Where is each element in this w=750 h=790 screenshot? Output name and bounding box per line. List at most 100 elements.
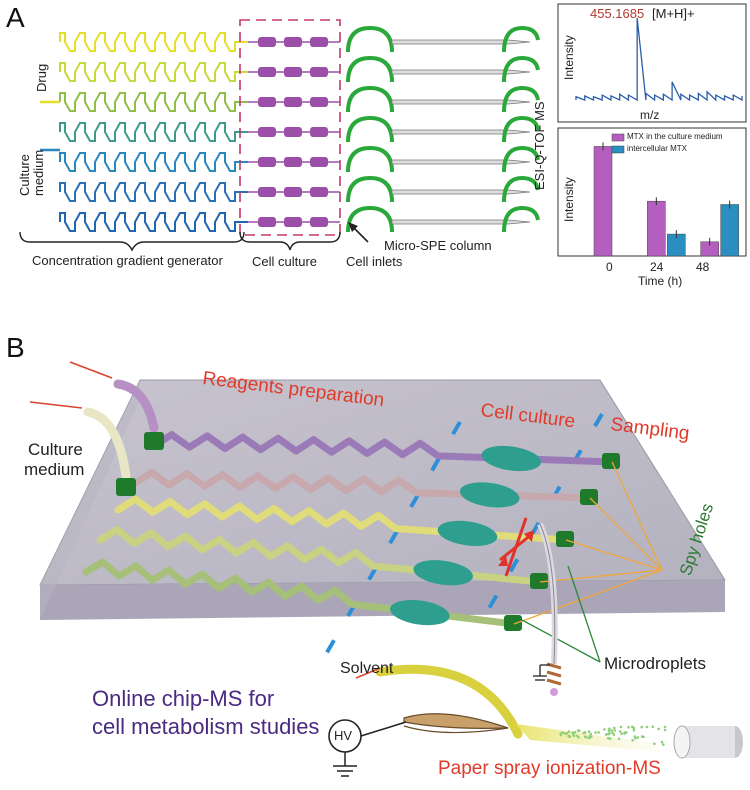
gradient-channel <box>59 182 248 202</box>
chip-channel <box>96 526 544 586</box>
spray-droplet <box>623 732 626 735</box>
spe-outlet-arc <box>502 115 540 143</box>
spe-inlet-arc <box>346 55 394 83</box>
culture-chamber <box>258 127 276 137</box>
capillary-coil <box>546 662 562 686</box>
spray-droplet <box>575 734 579 738</box>
culture-chamber <box>284 97 302 107</box>
spray-droplet <box>631 739 634 742</box>
spy-hole <box>602 453 620 469</box>
spray-droplet <box>573 730 577 734</box>
legend-swatch-1 <box>611 133 625 142</box>
paper-spray-label: Paper spray ionization-MS <box>438 758 661 779</box>
spray-droplet <box>584 735 587 738</box>
culture-chamber <box>258 37 276 47</box>
spray-droplet <box>613 726 616 730</box>
spe-outlet-arc <box>502 145 540 173</box>
spe-inlet-arc <box>346 175 394 203</box>
capillary-tip <box>550 688 558 696</box>
micro-spe-label: Micro-SPE column <box>384 238 492 253</box>
culture-chamber <box>310 37 328 47</box>
inlet-tube-cream <box>83 407 131 481</box>
spe-inlet-arc <box>346 115 394 143</box>
tick-label-0: 0 <box>606 260 613 274</box>
inlet-port-2 <box>116 478 136 496</box>
spray-droplet <box>604 733 608 736</box>
spray-droplet <box>613 729 617 732</box>
chip-front-face <box>40 580 725 620</box>
spray-droplet <box>618 730 622 733</box>
panel-a-letter: A <box>6 2 25 33</box>
spy-hole-leaders <box>513 461 663 625</box>
online-chip-ms-label-1: Online chip-MS for <box>92 686 275 711</box>
microdroplets-label: Microdroplets <box>604 654 707 673</box>
culture-chamber <box>258 67 276 77</box>
ms-inlet-body <box>682 726 735 758</box>
spe-outlet-arc <box>502 85 540 113</box>
spray-droplet <box>660 740 664 744</box>
gradient-channel <box>59 122 248 142</box>
culture-chamber <box>284 67 302 77</box>
culture-chamber <box>258 187 276 197</box>
inlet-arrow-2 <box>29 401 83 409</box>
spray-droplet <box>610 729 614 732</box>
cell-culture-box <box>239 19 341 236</box>
solvent-label: Solvent <box>340 660 394 677</box>
inlet-tube-purple <box>113 379 159 433</box>
inlet-port-1 <box>144 432 164 450</box>
spe-outlet-arc <box>502 205 540 233</box>
spray-droplet <box>561 731 564 734</box>
legend-item-1: MTX in the culture medium <box>627 132 723 141</box>
chip-channel <box>150 431 616 466</box>
spray-droplet <box>608 731 611 735</box>
spray-droplet <box>632 728 636 732</box>
gradient-generator <box>40 32 248 232</box>
spe-outlet-arc <box>502 55 540 83</box>
spe-column <box>391 39 531 45</box>
chip-channel <box>130 469 594 502</box>
cell-culture-label: Cell culture <box>252 254 318 269</box>
spe-inlet-arc <box>346 25 394 53</box>
culture-chamber <box>284 157 302 167</box>
spray-droplet <box>608 727 611 731</box>
spray-droplet <box>662 743 665 746</box>
gradient-channel <box>59 62 248 82</box>
spy-hole <box>504 615 522 631</box>
legend-item-2: intercellular MTX <box>627 144 688 153</box>
spray-droplet <box>572 732 575 735</box>
spectrum-peak-label: 455.1685 <box>590 6 645 21</box>
spectrum-frame <box>557 3 747 123</box>
solvent-tube <box>375 664 523 739</box>
spe-column <box>391 69 531 75</box>
spray-droplet <box>645 725 649 729</box>
spray-droplet <box>565 732 569 735</box>
movement-arrow <box>499 517 533 577</box>
inlet-arrow-1 <box>69 361 113 379</box>
culture-chamber-b <box>390 599 450 626</box>
gradient-channel <box>59 92 248 112</box>
spray-droplet <box>559 733 563 737</box>
concentration-gradient-label: Concentration gradient generator <box>32 253 223 268</box>
spray-droplet <box>576 729 580 732</box>
culture-chamber-b <box>413 560 473 586</box>
spe-outlet-arc <box>502 175 540 203</box>
spe-inlet-arc <box>346 205 394 233</box>
culture-chamber-b <box>481 445 541 472</box>
hv-wiring <box>333 721 407 777</box>
microdroplet-leaders <box>521 565 601 663</box>
spray-droplet <box>584 731 587 734</box>
spray-droplet <box>594 731 597 734</box>
spe-column <box>391 159 531 165</box>
tick-label-24: 24 <box>650 260 664 274</box>
divider-reagents <box>316 421 462 669</box>
spy-hole <box>556 531 574 547</box>
spray-droplet <box>634 736 637 740</box>
spectrum-series-line <box>575 17 743 102</box>
chip-channel <box>82 558 518 628</box>
panel-b-letter: B <box>6 332 25 363</box>
spray-droplets <box>559 725 667 746</box>
spray-droplet <box>567 730 571 733</box>
culture-medium-b-label-1: Culture <box>28 440 83 459</box>
spray-droplet <box>597 731 600 734</box>
